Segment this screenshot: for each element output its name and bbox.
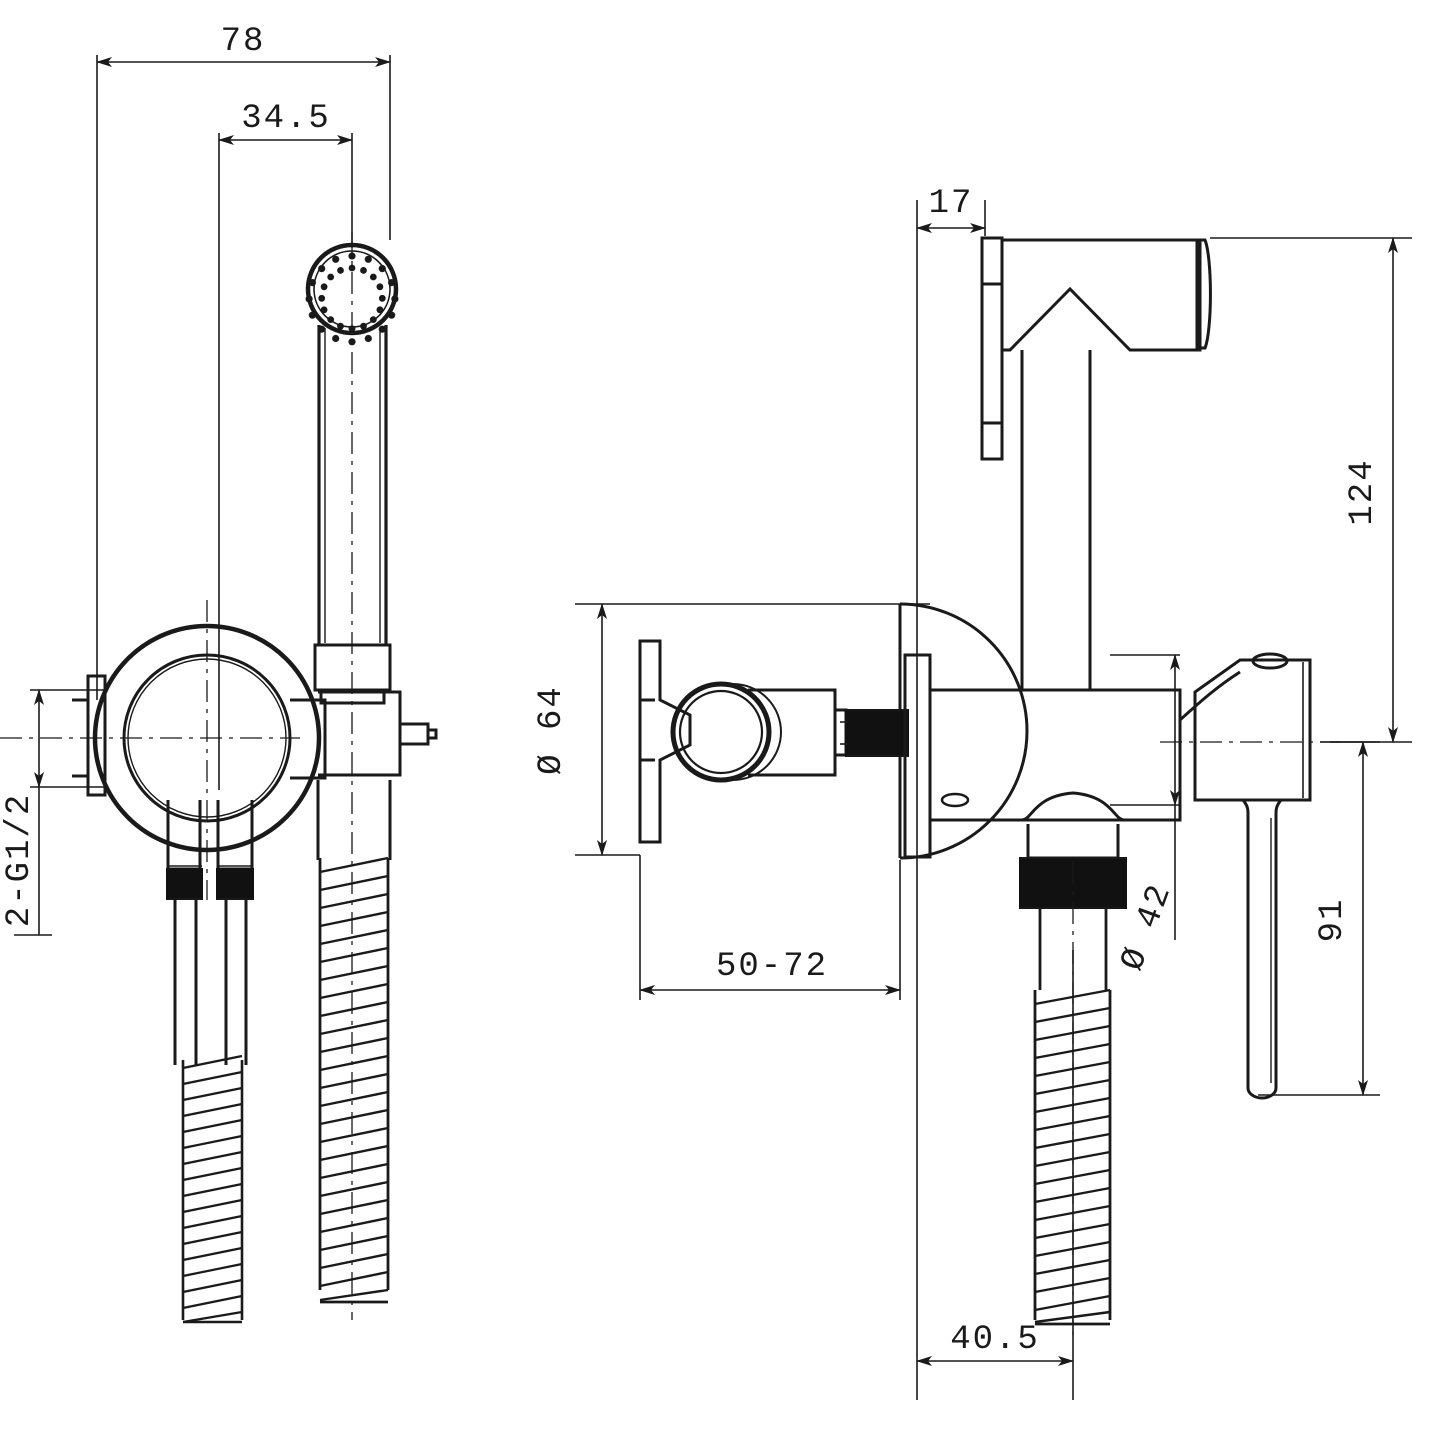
inlet-leg-left xyxy=(166,800,203,1065)
flexible-hose-left xyxy=(181,1054,244,1324)
spray-gun-shaft xyxy=(1020,350,1092,690)
dimension-plate-thickness xyxy=(916,200,986,880)
inlet-nut-right xyxy=(216,868,254,900)
dimension-label-91: 91 xyxy=(1314,898,1352,943)
dimension-label-2-g12: 2-G1/2 xyxy=(1,793,39,927)
handset-bracket-clip xyxy=(318,690,438,777)
dimension-label-124: 124 xyxy=(1344,458,1382,525)
handset-barrel xyxy=(317,325,388,645)
handset-nozzle-dots xyxy=(305,252,399,346)
escutcheon-detail-view: Ø 64 50-72 xyxy=(533,602,1029,1000)
dimension-overall-width xyxy=(96,55,391,700)
inlet-nut-left xyxy=(166,868,203,900)
dimension-label-40-5: 40.5 xyxy=(950,1321,1040,1359)
shower-hose-right xyxy=(316,780,392,1304)
threaded-shank xyxy=(845,709,909,757)
spray-gun-tip xyxy=(1195,238,1212,350)
lever-handle-stem xyxy=(1241,799,1283,1100)
handset-barrel-inner xyxy=(324,328,381,643)
wall-bracket-arm xyxy=(290,698,327,780)
spray-gun-head xyxy=(1000,238,1202,352)
front-view-centrelines xyxy=(0,232,353,1320)
dimension-hose-connector-diameter xyxy=(1110,654,1180,940)
dimension-label-17: 17 xyxy=(929,185,974,223)
lever-hub-screw xyxy=(1251,652,1289,670)
dimension-escutcheon-diameter xyxy=(575,603,930,856)
dimension-label-34-5: 34.5 xyxy=(241,100,331,138)
side-view: 17 124 Ø 42 91 xyxy=(903,185,1412,1400)
dimension-thread-callout xyxy=(14,689,105,936)
dimension-label-50-72: 50-72 xyxy=(716,948,828,986)
dimension-bracket-offset xyxy=(218,133,353,790)
valve-body-vent-hole xyxy=(940,792,970,808)
dimension-label-78: 78 xyxy=(221,23,266,61)
spray-gun-wall-plate xyxy=(980,236,1004,461)
dimension-label-d64: Ø 64 xyxy=(533,685,571,775)
wall-mount-bracket xyxy=(638,639,692,844)
dimension-wall-depth xyxy=(639,855,901,1000)
threaded-shank-edges xyxy=(840,709,908,757)
outlet-spigot xyxy=(1021,791,1125,860)
inlet-leg-right xyxy=(216,800,254,1065)
front-view: 78 34.5 2-G1/2 xyxy=(0,23,438,1324)
lever-handle-hub xyxy=(1178,658,1312,802)
mixer-valve-plate xyxy=(903,653,932,859)
side-view-centrelines xyxy=(1072,741,1345,1340)
